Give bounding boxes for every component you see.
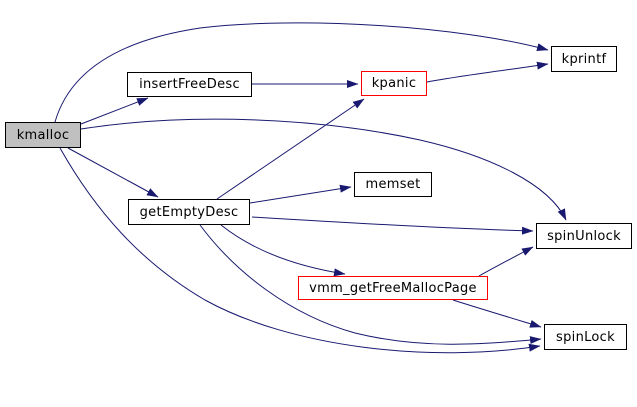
edge-kmalloc-to-spinUnlock [80, 118, 567, 221]
graph-node-getEmptyDesc[interactable]: getEmptyDesc [128, 199, 250, 225]
edge-getEmptyDesc-to-memset [249, 184, 352, 204]
edge-getEmptyDesc-to-spinUnlock [251, 216, 534, 235]
edge-vmm_getFreeMallocPage-to-spinLock [452, 299, 542, 328]
edge-vmm_getFreeMallocPage-to-spinUnlock [478, 246, 534, 277]
graph-node-vmm_getFreeMallocPage[interactable]: vmm_getFreeMallocPage [298, 276, 488, 300]
edge-getEmptyDesc-to-spinLock [199, 224, 542, 345]
graph-node-memset[interactable]: memset [354, 172, 432, 197]
edge-kmalloc-to-insertFreeDesc [80, 97, 149, 125]
graph-node-spinUnlock[interactable]: spinUnlock [536, 223, 632, 249]
edge-getEmptyDesc-to-vmm_getFreeMallocPage [220, 224, 346, 277]
graph-node-kpanic[interactable]: kpanic [361, 71, 427, 96]
graph-node-insertFreeDesc[interactable]: insertFreeDesc [127, 72, 252, 97]
edge-kpanic-to-kprintf [426, 61, 549, 83]
graph-node-kmalloc: kmalloc [5, 122, 81, 148]
edge-kmalloc-to-spinLock [59, 147, 541, 354]
graph-node-spinLock[interactable]: spinLock [544, 324, 627, 350]
edge-kmalloc-to-kprintf [54, 22, 549, 123]
graph-node-kprintf[interactable]: kprintf [551, 46, 617, 72]
edge-getEmptyDesc-to-kpanic [216, 98, 365, 200]
edge-kmalloc-to-getEmptyDesc [67, 147, 159, 198]
